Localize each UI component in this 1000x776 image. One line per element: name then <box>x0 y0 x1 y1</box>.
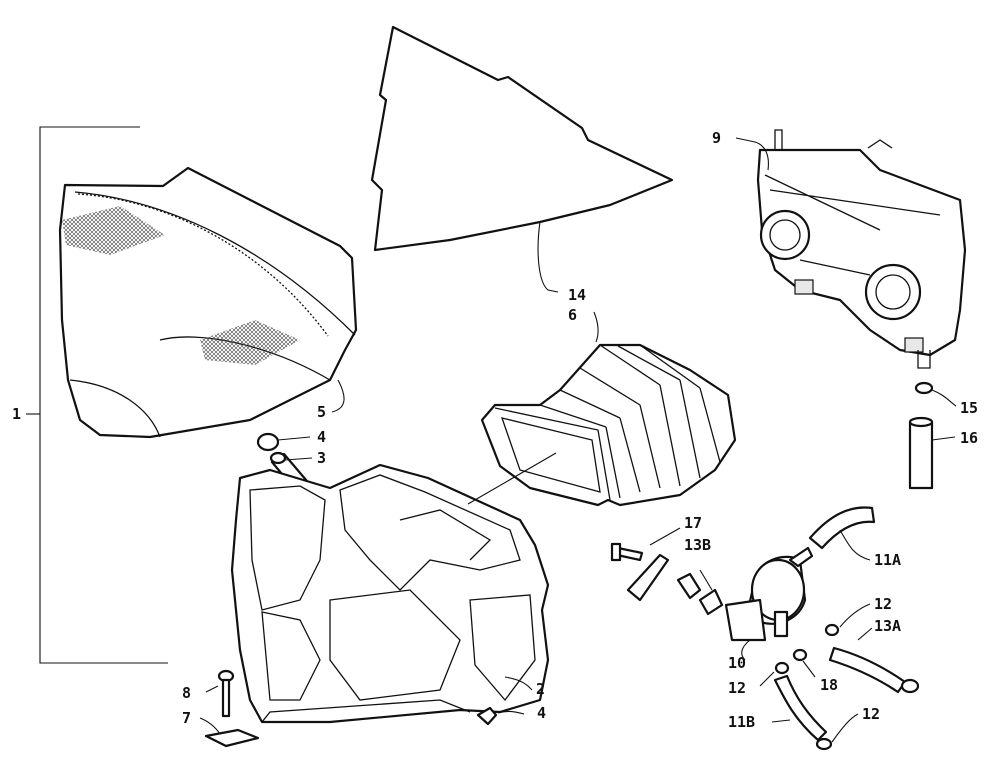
screw-part-17 <box>610 527 681 562</box>
hose-part-16 <box>908 416 956 490</box>
foam-panel-part-14 <box>370 25 674 293</box>
callout-5: 5 <box>317 403 326 421</box>
callout-6: 6 <box>568 306 577 324</box>
fuel-pump-part-10 <box>724 546 814 661</box>
callout-11a: 11A <box>874 551 901 569</box>
callout-7: 7 <box>182 709 191 727</box>
callout-4-top: 4 <box>317 428 326 446</box>
callout-14: 14 <box>568 286 586 304</box>
grommet-part-4-top <box>256 432 311 452</box>
callout-12-bottom: 12 <box>862 705 880 723</box>
hose-part-11a <box>808 506 876 561</box>
callout-12-mid: 12 <box>728 679 746 697</box>
carburetor-assembly-part-9 <box>735 129 967 369</box>
hose-part-11b <box>771 674 859 751</box>
callout-8: 8 <box>182 684 191 702</box>
callout-9: 9 <box>712 129 721 147</box>
callout-1: 1 <box>12 405 21 423</box>
clamp-part-15 <box>914 381 957 407</box>
pad-part-7 <box>199 717 260 748</box>
rivet-part-8 <box>205 669 235 718</box>
callout-13a: 13A <box>874 617 901 635</box>
callout-16: 16 <box>960 429 978 447</box>
callout-12-top: 12 <box>874 595 892 613</box>
bracket-part-13b <box>626 553 724 616</box>
callout-2: 2 <box>536 680 545 698</box>
callout-3: 3 <box>317 449 326 467</box>
callout-15: 15 <box>960 399 978 417</box>
assembly-bracket <box>26 126 168 664</box>
grommet-part-4-bottom <box>476 706 525 726</box>
callout-18: 18 <box>820 676 838 694</box>
rubber-boot-part-6 <box>467 311 737 507</box>
callout-11b: 11B <box>728 713 755 731</box>
callout-17: 17 <box>684 514 702 532</box>
fitting-part-18 <box>792 648 816 678</box>
callout-10: 10 <box>728 654 746 672</box>
clamp-part-12-upper <box>824 603 871 637</box>
clamp-part-12-lower <box>759 661 790 687</box>
callout-4-bottom: 4 <box>537 704 546 722</box>
hose-part-13a <box>828 627 920 694</box>
air-box-base-part-2 <box>230 463 550 724</box>
air-box-cover-part-5 <box>58 166 358 439</box>
callout-13b: 13B <box>684 536 711 554</box>
